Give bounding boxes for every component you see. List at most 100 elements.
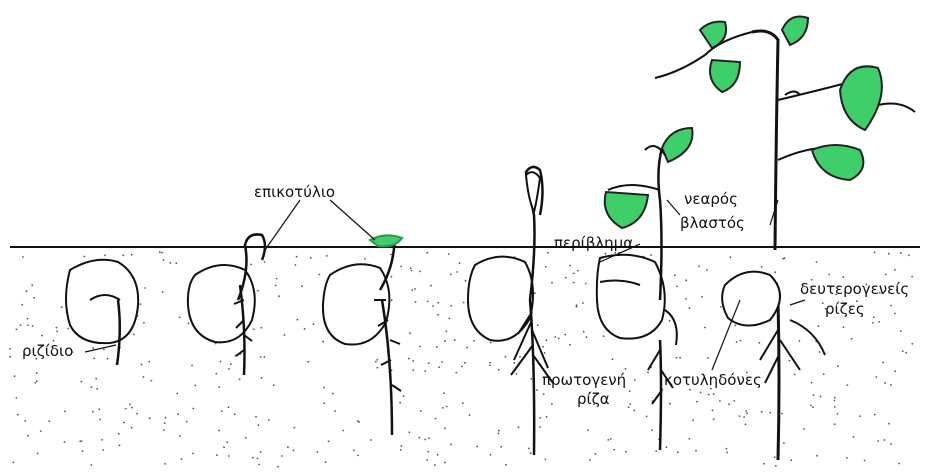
soil-dot bbox=[119, 444, 121, 446]
soil-dot bbox=[410, 267, 412, 269]
soil-dot bbox=[323, 402, 325, 404]
soil-dot bbox=[625, 368, 627, 370]
soil-dot bbox=[91, 386, 93, 388]
soil-dot bbox=[129, 404, 131, 406]
soil-dot bbox=[605, 253, 607, 255]
soil-dot bbox=[268, 419, 270, 421]
soil-dot bbox=[428, 437, 430, 439]
soil-dot bbox=[455, 372, 457, 374]
soil-dot bbox=[577, 270, 579, 272]
soil-dot bbox=[419, 346, 421, 348]
soil-dot bbox=[490, 342, 492, 344]
soil-dot bbox=[181, 458, 183, 460]
soil-dot bbox=[179, 435, 181, 437]
soil-dot bbox=[342, 430, 344, 432]
soil-dot bbox=[464, 362, 466, 364]
soil-dot bbox=[277, 466, 279, 468]
soil-dot bbox=[614, 252, 616, 254]
soil-dot bbox=[64, 441, 66, 443]
soil-dot bbox=[411, 270, 413, 272]
soil-dot bbox=[319, 274, 321, 276]
soil-dot bbox=[551, 403, 553, 405]
soil-dot bbox=[437, 302, 439, 304]
soil-dot bbox=[459, 262, 461, 264]
soil-dot bbox=[456, 271, 458, 273]
soil-dot bbox=[104, 255, 106, 257]
soil-dot bbox=[629, 390, 631, 392]
soil-dot bbox=[489, 364, 491, 366]
stage-1-seed bbox=[66, 260, 138, 365]
soil-dot bbox=[878, 321, 880, 323]
soil-dot bbox=[9, 356, 11, 358]
soil-dot bbox=[151, 380, 153, 382]
soil-dot bbox=[96, 388, 98, 390]
soil-dot bbox=[223, 446, 225, 448]
soil-dot bbox=[629, 403, 631, 405]
soil-dot bbox=[651, 429, 653, 431]
soil-dot bbox=[281, 455, 283, 457]
soil-dot bbox=[823, 373, 825, 375]
soil-dot bbox=[228, 455, 230, 457]
soil-dot bbox=[56, 330, 58, 332]
soil-dot bbox=[519, 356, 521, 358]
soil-dot bbox=[377, 367, 379, 369]
soil-dot bbox=[834, 423, 836, 425]
soil-dot bbox=[16, 397, 18, 399]
soil-dot bbox=[332, 393, 334, 395]
soil-dot bbox=[894, 370, 896, 372]
soil-dot bbox=[634, 379, 636, 381]
soil-dot bbox=[763, 463, 765, 465]
soil-dot bbox=[689, 307, 691, 309]
soil-dot bbox=[143, 322, 145, 324]
soil-dot bbox=[260, 327, 262, 329]
soil-dot bbox=[837, 365, 839, 367]
soil-dot bbox=[22, 256, 24, 258]
soil-dot bbox=[441, 361, 443, 363]
soil-dot bbox=[136, 413, 138, 415]
soil-dot bbox=[851, 338, 853, 340]
soil-dot bbox=[539, 426, 541, 428]
soil-dot bbox=[707, 357, 709, 359]
soil-dot bbox=[261, 377, 263, 379]
soil-dot bbox=[415, 301, 417, 303]
soil-dot bbox=[216, 454, 218, 456]
soil-dot bbox=[125, 408, 127, 410]
soil-dot bbox=[890, 384, 892, 386]
soil-dot bbox=[102, 449, 104, 451]
soil-dot bbox=[35, 382, 37, 384]
soil-dot bbox=[293, 427, 295, 429]
soil-dot bbox=[586, 336, 588, 338]
soil-dot bbox=[250, 264, 252, 266]
soil-dot bbox=[530, 378, 532, 380]
soil-dot bbox=[769, 412, 771, 414]
soil-dot bbox=[843, 326, 845, 328]
soil-dot bbox=[576, 306, 578, 308]
stage-2-seedling bbox=[188, 234, 265, 375]
soil-dot bbox=[674, 274, 676, 276]
soil-dot bbox=[884, 439, 886, 441]
soil-dot bbox=[689, 389, 691, 391]
soil-dot bbox=[518, 426, 520, 428]
soil-dot bbox=[228, 368, 230, 370]
soil-dot bbox=[761, 266, 763, 268]
soil-dot bbox=[264, 356, 266, 358]
soil-dot bbox=[258, 424, 260, 426]
soil-dot bbox=[573, 273, 575, 275]
soil-dot bbox=[595, 453, 597, 455]
soil-dot bbox=[304, 328, 306, 330]
soil-dot bbox=[191, 365, 193, 367]
soil-dot bbox=[810, 405, 812, 407]
soil-dot bbox=[811, 382, 813, 384]
soil-dot bbox=[430, 285, 432, 287]
soil-dot bbox=[463, 302, 465, 304]
soil-dot bbox=[783, 442, 785, 444]
soil-dot bbox=[539, 417, 541, 419]
soil-dot bbox=[409, 332, 411, 334]
soil-dot bbox=[790, 459, 792, 461]
soil-dot bbox=[685, 279, 687, 281]
soil-dot bbox=[676, 357, 678, 359]
soil-dot bbox=[14, 375, 16, 377]
soil-dot bbox=[558, 338, 560, 340]
soil-dot bbox=[536, 389, 538, 391]
soil-dot bbox=[437, 314, 439, 316]
